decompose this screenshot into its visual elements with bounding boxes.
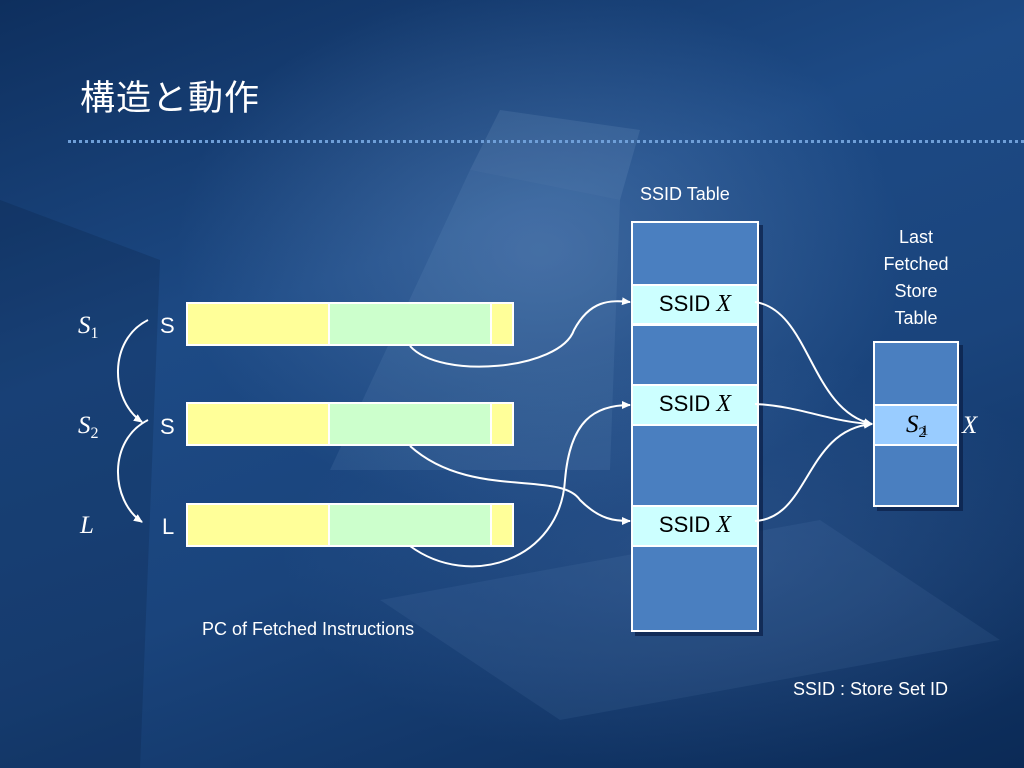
ssid-table-row xyxy=(633,284,757,326)
pc-field-index xyxy=(186,503,330,547)
lfst-label: Last Fetched Store Table xyxy=(866,224,966,332)
footnote: SSID : Store Set ID xyxy=(793,679,949,699)
pc-field-offset xyxy=(490,302,514,346)
pc-row xyxy=(186,402,514,446)
ssid-entry: SSID X xyxy=(658,512,732,538)
slide-title: 構造と動作 xyxy=(80,79,261,119)
lfst-entry: S2 xyxy=(906,411,926,441)
lfst-table: S2 1 xyxy=(873,341,959,507)
instruction-symbol: L xyxy=(80,512,94,539)
ssid-entry: SSID X xyxy=(658,391,732,417)
opcode-label: S xyxy=(160,313,175,338)
ssid-table-divider xyxy=(633,323,757,325)
index-arrow xyxy=(409,445,631,525)
ssid-table: SSID X SSID X SSID X xyxy=(631,221,759,632)
lfst-table-row xyxy=(875,404,957,446)
order-arrow xyxy=(117,419,149,523)
ssid-arrow xyxy=(754,301,873,427)
lfst-entry-overlay-index: 1 xyxy=(921,423,929,439)
pc-field-tag xyxy=(328,302,492,346)
index-arrow xyxy=(409,401,631,568)
lfst-label-line: Store xyxy=(894,281,938,301)
index-arrow xyxy=(409,297,631,368)
ssid-entry: SSID X xyxy=(658,291,732,317)
pc-field-offset xyxy=(490,503,514,547)
opcode-label: S xyxy=(160,414,175,439)
pc-row xyxy=(186,302,514,346)
lfst-label-line: Table xyxy=(894,308,938,328)
ssid-table-label: SSID Table xyxy=(640,184,730,204)
order-arrow xyxy=(117,319,149,423)
pc-label: PC of Fetched Instructions xyxy=(202,619,415,639)
ssid-arrow xyxy=(754,420,873,522)
instruction-symbol: S2 xyxy=(78,412,99,442)
ssid-table-row xyxy=(633,505,757,547)
pc-field-offset xyxy=(490,402,514,446)
lfst-label-line: Fetched xyxy=(883,254,949,274)
opcode-label: L xyxy=(162,514,175,539)
title-divider xyxy=(68,140,1024,143)
lfst-value: X xyxy=(962,412,978,439)
pc-field-index xyxy=(186,402,330,446)
lfst-label-line: Last xyxy=(898,227,934,247)
ssid-arrow xyxy=(754,403,873,428)
instruction-symbol: S1 xyxy=(78,312,99,342)
pc-row xyxy=(186,503,514,547)
ssid-table-row xyxy=(633,384,757,426)
